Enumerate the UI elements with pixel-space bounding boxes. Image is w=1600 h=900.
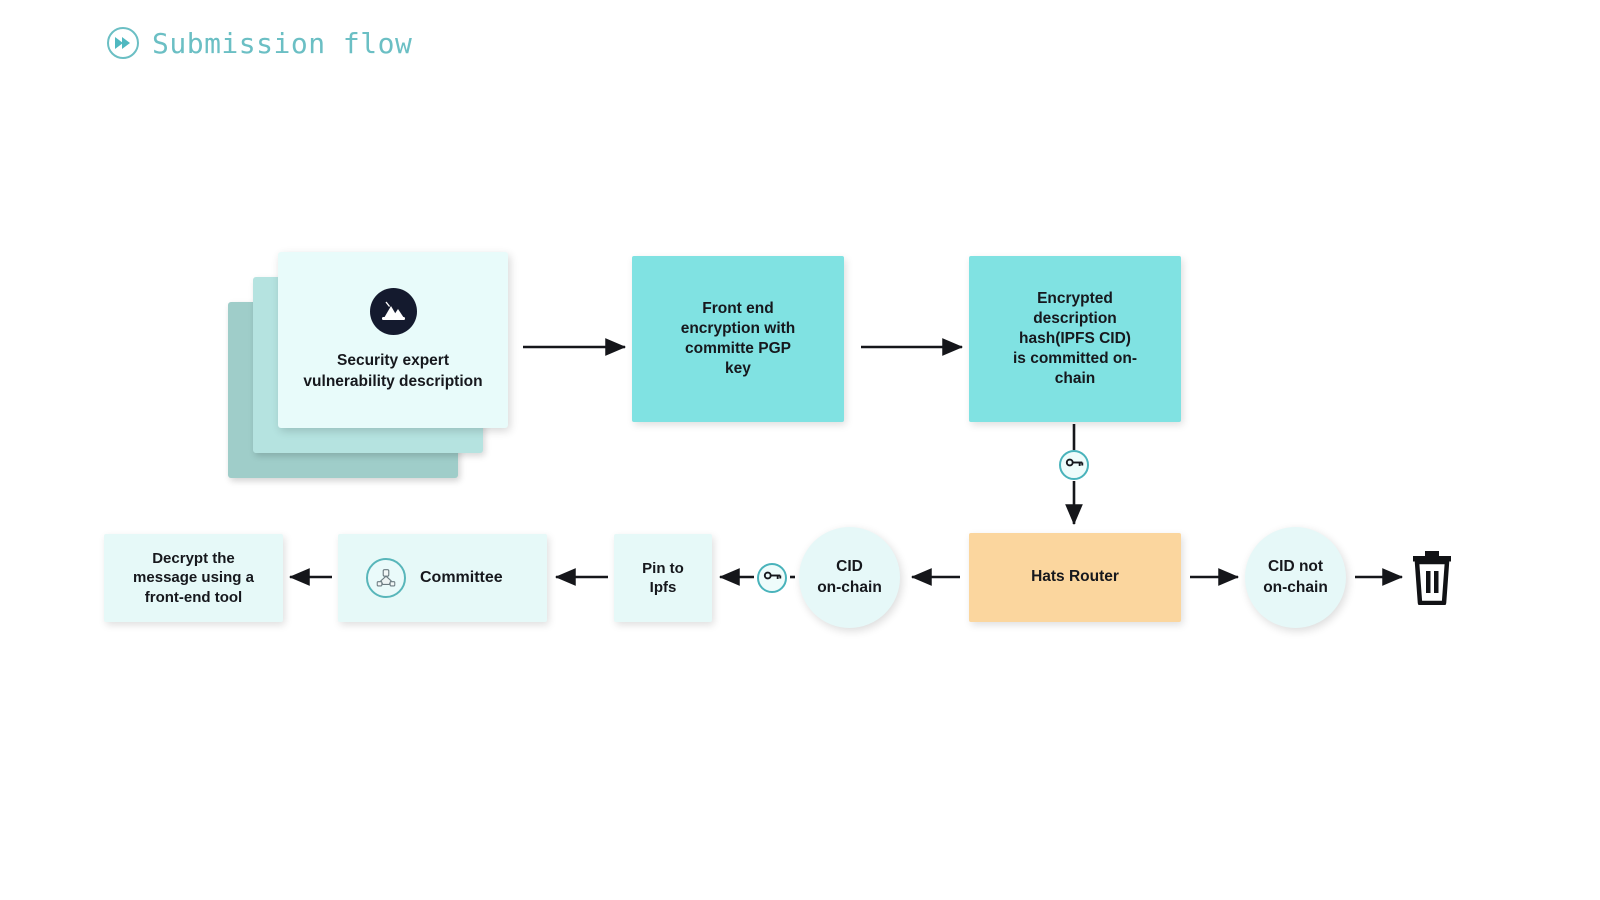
node-label: Front end encryption with committe PGP k… bbox=[680, 299, 796, 378]
page-title: Submission flow bbox=[106, 26, 412, 60]
node-discard[interactable] bbox=[1409, 549, 1455, 606]
node-label: Decrypt the message using a front-end to… bbox=[133, 549, 254, 606]
node-encrypted-hash[interactable]: Encrypted description hash(IPFS CID) is … bbox=[969, 256, 1181, 422]
card-stack-layer-front[interactable]: Security expert vulnerability descriptio… bbox=[278, 252, 508, 428]
node-label: CID on-chain bbox=[817, 558, 882, 596]
node-committee[interactable]: Committee bbox=[338, 534, 547, 622]
node-hats-router[interactable]: Hats Router bbox=[969, 533, 1181, 622]
key-icon-badge-vertical bbox=[1059, 450, 1089, 480]
node-cid-not-on-chain[interactable]: CID not on-chain bbox=[1245, 527, 1346, 628]
node-label: Hats Router bbox=[1031, 568, 1119, 586]
node-cid-on-chain[interactable]: CID on-chain bbox=[799, 527, 900, 628]
node-pin-to-ipfs[interactable]: Pin to Ipfs bbox=[614, 534, 712, 622]
node-frontend-encryption[interactable]: Front end encryption with committe PGP k… bbox=[632, 256, 844, 422]
node-label: CID not on-chain bbox=[1263, 558, 1328, 596]
committee-people-icon bbox=[366, 558, 406, 598]
node-decrypt-message[interactable]: Decrypt the message using a front-end to… bbox=[104, 534, 283, 622]
fast-forward-circle-icon bbox=[106, 26, 140, 60]
node-label: Pin to Ipfs bbox=[642, 559, 684, 597]
key-icon-badge-horizontal bbox=[757, 563, 787, 593]
key-icon bbox=[1065, 456, 1084, 474]
key-icon bbox=[763, 569, 782, 587]
node-label: Encrypted description hash(IPFS CID) is … bbox=[1012, 289, 1137, 388]
node-security-expert[interactable]: Security expert vulnerability descriptio… bbox=[228, 252, 508, 478]
node-label: Security expert vulnerability descriptio… bbox=[303, 352, 483, 390]
trash-icon bbox=[1409, 551, 1455, 609]
node-label: Committee bbox=[420, 568, 503, 586]
mountain-avatar-icon bbox=[369, 288, 417, 336]
page-title-text: Submission flow bbox=[152, 26, 413, 60]
